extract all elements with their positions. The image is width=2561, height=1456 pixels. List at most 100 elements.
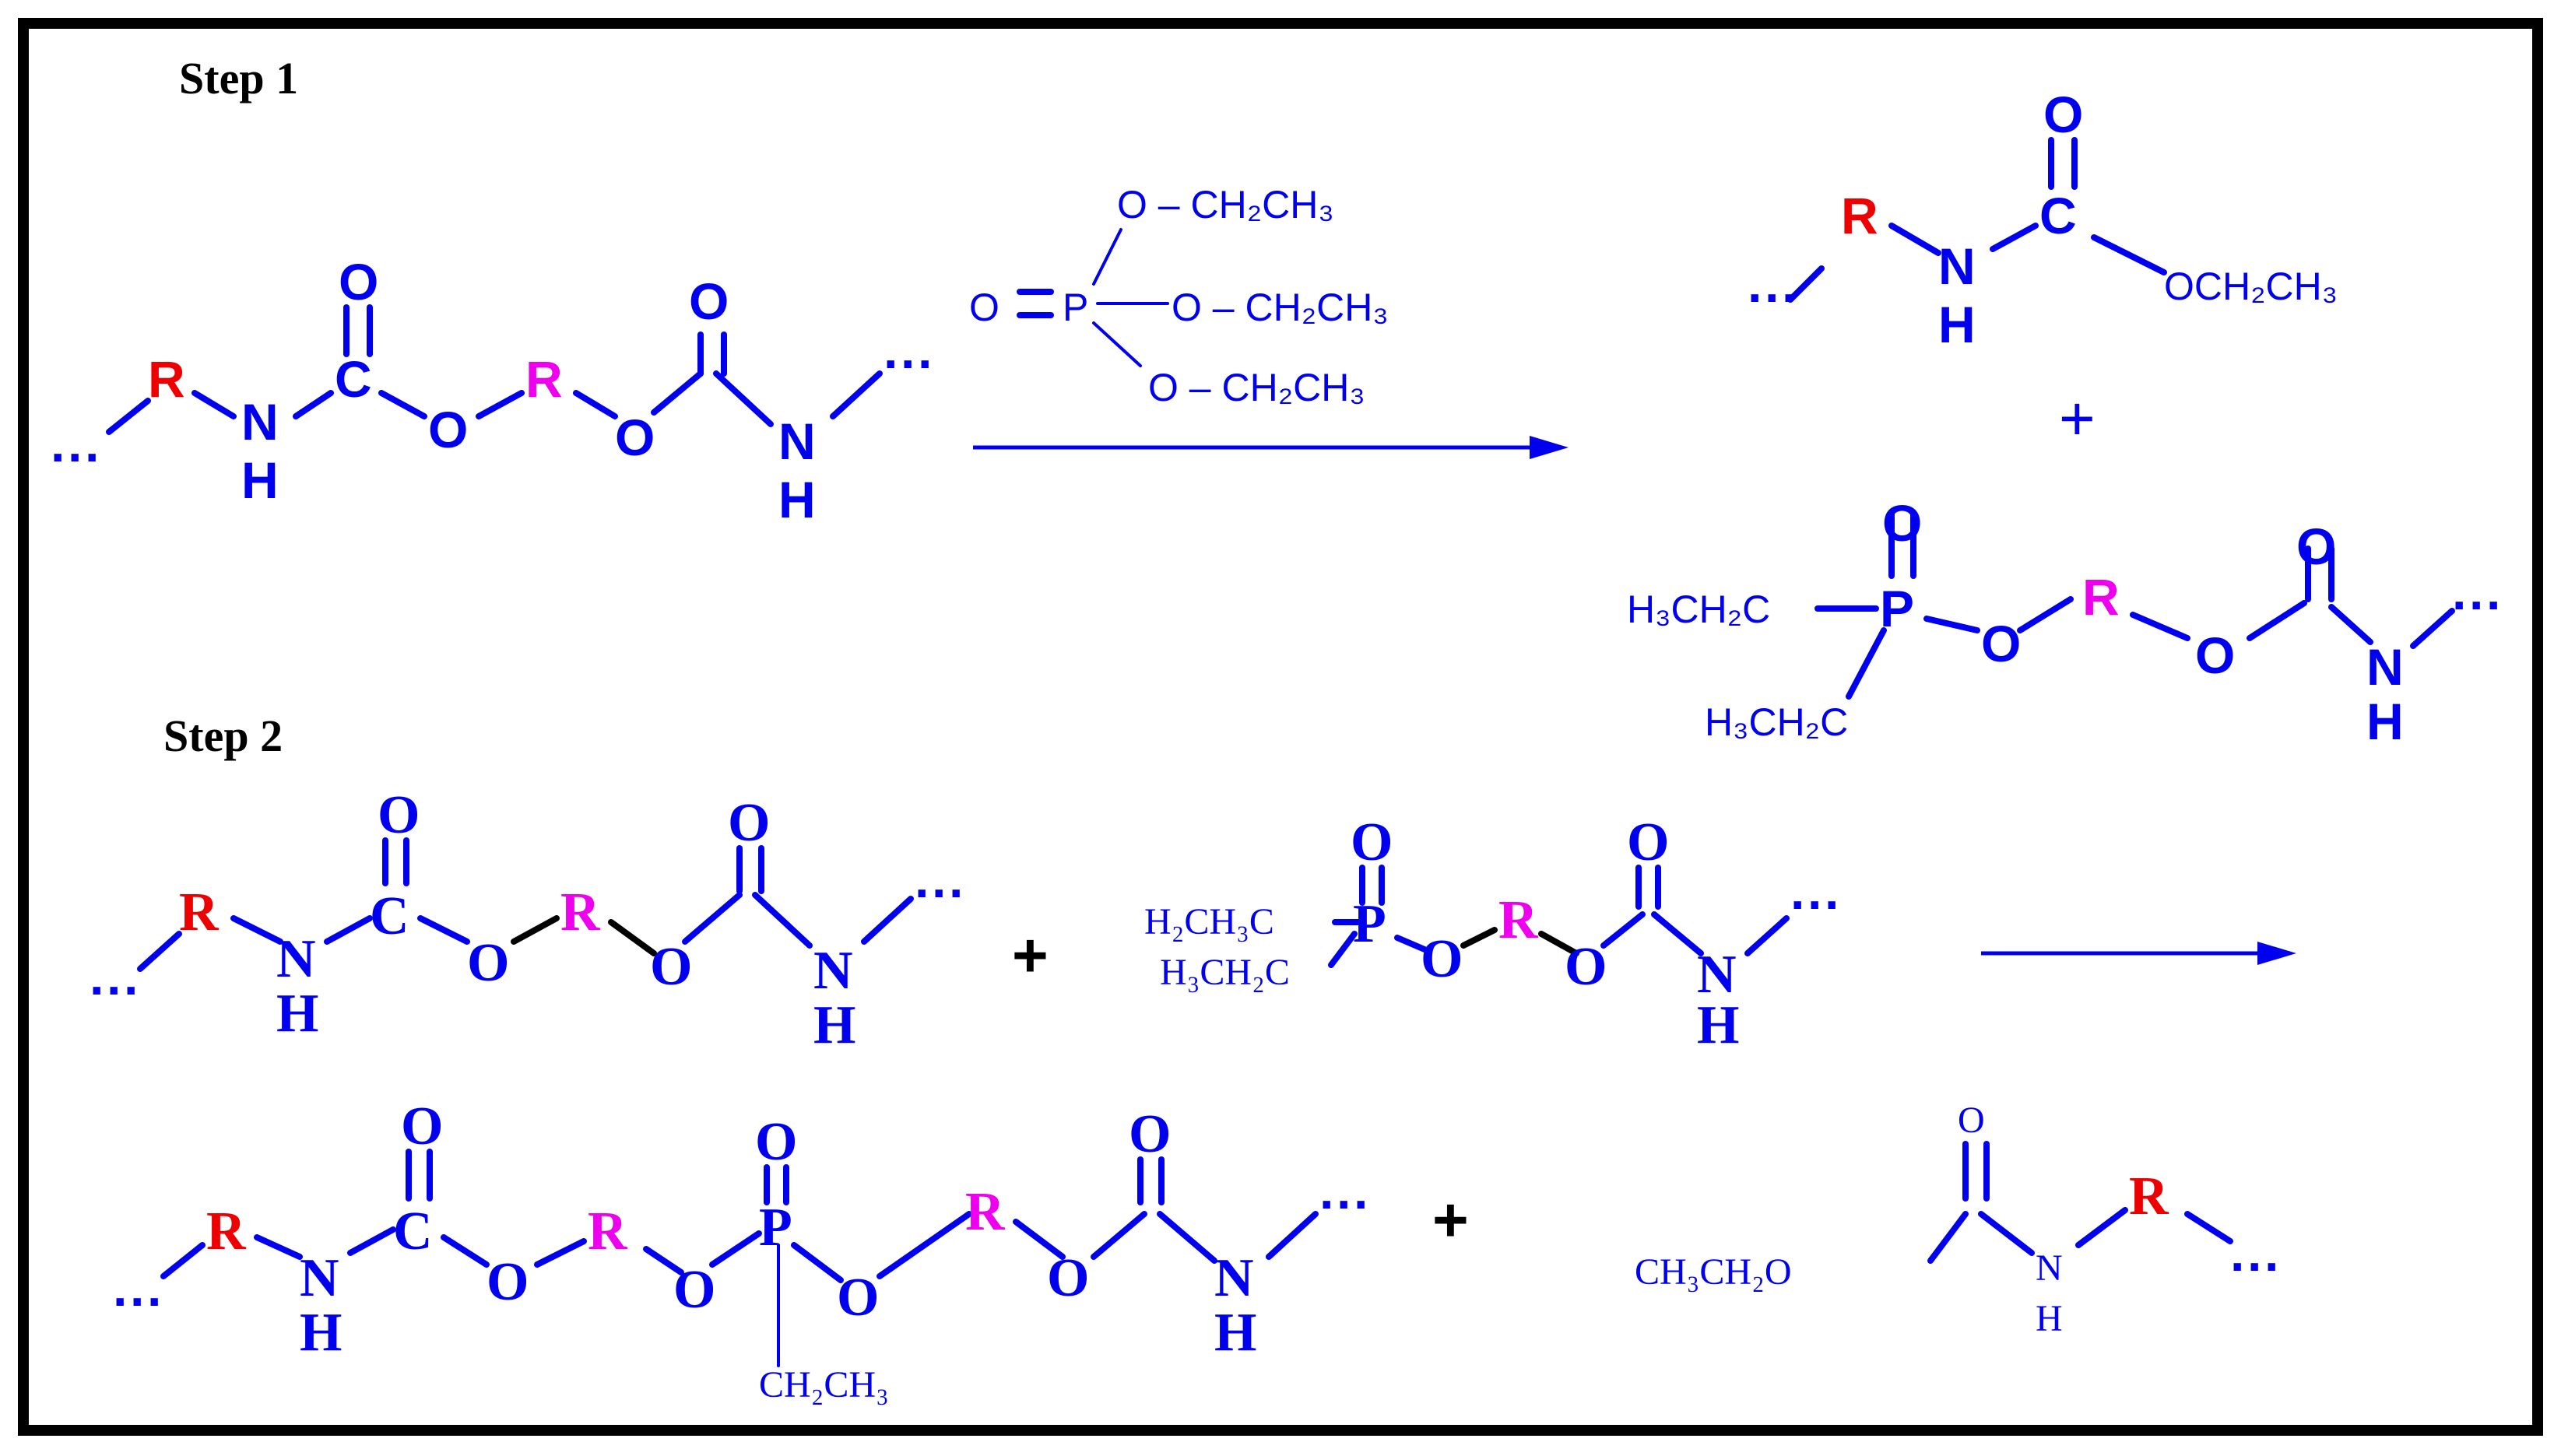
atom-c: C xyxy=(335,350,372,408)
product-ethyl-carbamate: ··· R N H O C OCH₂CH₃ xyxy=(1748,86,2338,353)
atom-h: H xyxy=(300,1303,342,1363)
atom-o: O xyxy=(1981,615,2021,672)
bond xyxy=(230,915,283,945)
atom-r-amine: R xyxy=(148,350,185,408)
atom-n: N xyxy=(241,393,279,451)
chain-dots: ··· xyxy=(1319,1175,1371,1233)
bond xyxy=(476,390,525,419)
atom-o: O xyxy=(339,253,378,310)
atom-n: N xyxy=(276,929,316,989)
atom-o: O xyxy=(2296,517,2336,575)
bond xyxy=(534,1238,587,1268)
bond xyxy=(877,1211,972,1279)
bond xyxy=(791,1242,844,1283)
chain-dots: ··· xyxy=(884,335,935,392)
bond xyxy=(1157,1211,1217,1264)
bond xyxy=(324,915,373,945)
atom-o: O xyxy=(1882,494,1922,552)
atom-c: C xyxy=(370,886,409,946)
bond xyxy=(2091,234,2167,275)
bond xyxy=(1787,265,1825,303)
atom-o: O xyxy=(428,401,468,458)
chain-dots: ··· xyxy=(1748,268,1799,326)
bond xyxy=(1092,228,1122,286)
atom-r-polyol: R xyxy=(560,882,601,942)
bond xyxy=(709,1230,762,1268)
bond xyxy=(2130,612,2190,641)
chain-dots: ··· xyxy=(2452,576,2503,633)
atom-o: O xyxy=(673,1260,715,1320)
step1-label: Step 1 xyxy=(179,53,298,103)
bond xyxy=(1538,931,1579,956)
chain-dots: ··· xyxy=(1790,875,1842,933)
bond xyxy=(191,390,237,419)
bond xyxy=(2247,600,2307,641)
bond xyxy=(1744,915,1790,956)
atom-o: O xyxy=(1565,937,1607,997)
atom-n: N xyxy=(1938,237,1976,295)
bond xyxy=(643,1246,684,1275)
atom-p: P xyxy=(1353,894,1386,954)
bond xyxy=(830,370,883,419)
atom-n: N xyxy=(2036,1247,2063,1289)
atom-h: H xyxy=(2036,1298,2063,1339)
ethyl-group: H₃CH₂C xyxy=(1705,700,1848,744)
atom-r-polyol: R xyxy=(588,1202,628,1261)
bond xyxy=(1927,1211,1969,1264)
step2-label: Step 2 xyxy=(163,710,283,761)
bond xyxy=(861,896,914,945)
atom-n: N xyxy=(813,941,853,1001)
atom-h: H xyxy=(241,451,279,509)
atom-r-polyol: R xyxy=(965,1182,1006,1242)
ethoxy-group: OCH₂CH₃ xyxy=(2164,265,2338,308)
atom-h: H xyxy=(1214,1303,1256,1363)
bond xyxy=(2017,596,2074,633)
atom-o: O xyxy=(1421,929,1463,989)
atom-n: N xyxy=(300,1248,339,1308)
atom-h: H xyxy=(276,984,318,1044)
outer-frame xyxy=(18,18,2543,1436)
step2-product-crosslinked: ··· R N H O C O R O O P CH₂CH₃ O R O O N… xyxy=(113,1096,1371,1405)
ethyl-group: H₂CH₃C xyxy=(1144,901,1274,942)
atom-o: O xyxy=(728,793,770,853)
triethyl-phosphate: O P O – CH₂CH₃ O – CH₂CH₃ O – CH₂CH₃ xyxy=(969,183,1389,409)
atom-c: C xyxy=(393,1202,433,1261)
chain-dots: ··· xyxy=(113,1272,164,1330)
bond xyxy=(1846,627,1887,700)
plus-sign: + xyxy=(1012,921,1049,990)
step2-phosphinate-urethane: O H₂CH₃C H₃CH₂C P O R O O N H ··· xyxy=(1144,812,1842,1055)
chain-dots: ··· xyxy=(51,428,102,486)
atom-h: H xyxy=(1938,296,1976,353)
atom-o: O xyxy=(689,272,729,330)
bond xyxy=(1013,1219,1066,1260)
atom-n: N xyxy=(778,412,816,470)
bond xyxy=(254,1234,303,1260)
atom-h: H xyxy=(1697,995,1739,1055)
atom-o: O xyxy=(969,286,999,329)
step2-polyurethane: ··· R N H O C O R O O N H ··· xyxy=(90,785,966,1055)
atom-r-polyol: R xyxy=(1498,890,1539,950)
atom-o: O xyxy=(1958,1100,1985,1141)
bond xyxy=(2328,604,2373,645)
atom-o: O xyxy=(467,933,509,993)
atom-o: O xyxy=(1351,812,1393,872)
atom-r-amine: R xyxy=(1841,187,1878,244)
ethoxy-group: O – CH₂CH₃ xyxy=(1148,366,1365,409)
atom-o: O xyxy=(487,1252,529,1312)
bond xyxy=(1990,223,2039,252)
bond xyxy=(2184,1211,2233,1244)
atom-o: O xyxy=(837,1268,879,1328)
atom-n: N xyxy=(2366,638,2404,696)
bond xyxy=(752,892,813,949)
atom-r-polyol: R xyxy=(525,350,563,408)
chain-dots: ··· xyxy=(915,864,966,921)
bond xyxy=(1978,1211,2035,1256)
atom-o: O xyxy=(650,937,692,997)
atom-c: C xyxy=(2039,187,2077,244)
bond xyxy=(441,1234,490,1268)
bond xyxy=(1091,1211,1147,1260)
bond xyxy=(573,390,618,419)
bond xyxy=(378,390,427,419)
